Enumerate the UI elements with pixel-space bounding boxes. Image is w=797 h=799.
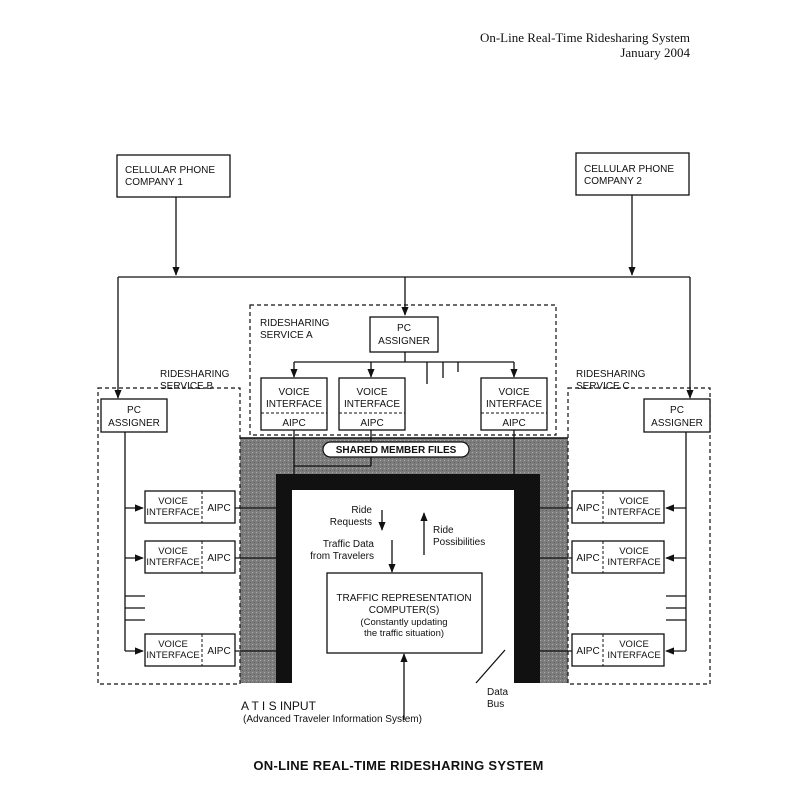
aipc-label: AIPC	[576, 503, 599, 514]
ride-requests-line1: Ride	[351, 505, 372, 516]
service-b-pc-line1: PC	[127, 405, 141, 416]
aipc-label: AIPC	[282, 418, 305, 429]
service-b-label-line2: SERVICE B	[160, 381, 213, 392]
connector-lines	[114, 195, 694, 720]
cellular-company-2-box: CELLULAR PHONE COMPANY 2	[575, 152, 690, 196]
voice-label-line1: VOICE	[619, 496, 649, 507]
cellular-company-1-line1: CELLULAR PHONE	[125, 165, 215, 176]
voice-label-line1: VOICE	[498, 387, 529, 398]
trc-line3: (Constantly updating	[360, 617, 447, 628]
service-b-voice-unit-3: VOICE INTERFACE AIPC	[144, 633, 236, 667]
shared-member-files-label: SHARED MEMBER FILES	[336, 445, 457, 456]
cellular-company-2-line2: COMPANY 2	[584, 176, 642, 187]
service-b-pc-assigner: PC ASSIGNER	[100, 398, 168, 433]
traffic-data-line2: from Travelers	[310, 551, 374, 562]
voice-label-line2: INTERFACE	[486, 399, 542, 410]
voice-label-line2: INTERFACE	[344, 399, 400, 410]
ride-requests-line2: Requests	[330, 517, 372, 528]
service-a-voice-unit-1: VOICE INTERFACE AIPC	[260, 377, 328, 431]
voice-label-line2: INTERFACE	[607, 507, 660, 518]
cellular-company-2-line1: CELLULAR PHONE	[584, 164, 674, 175]
service-a-pc-assigner: PC ASSIGNER	[369, 316, 439, 353]
voice-label-line2: INTERFACE	[607, 650, 660, 661]
cellular-company-1-line2: COMPANY 1	[125, 177, 183, 188]
diagram-caption: ON-LINE REAL-TIME RIDESHARING SYSTEM	[253, 758, 544, 773]
traffic-representation-computer-box: TRAFFIC REPRESENTATION COMPUTER(S) (Cons…	[326, 572, 483, 654]
service-b-group	[97, 387, 241, 685]
service-a-label-line2: SERVICE A	[260, 330, 313, 341]
voice-label-line2: INTERFACE	[146, 507, 199, 518]
traffic-data-line1: Traffic Data	[323, 539, 375, 550]
voice-label-line2: INTERFACE	[266, 399, 322, 410]
document-header-title: On-Line Real-Time Ridesharing System	[479, 30, 690, 45]
voice-label-line1: VOICE	[158, 639, 188, 650]
ride-possibilities-line2: Possibilities	[433, 537, 485, 548]
service-b-label-line1: RIDESHARING	[160, 369, 230, 380]
service-b-voice-unit-2: VOICE INTERFACE AIPC	[144, 540, 236, 574]
voice-label-line1: VOICE	[158, 496, 188, 507]
service-c-pc-line1: PC	[670, 405, 684, 416]
service-a-pc-line2: ASSIGNER	[378, 336, 430, 347]
aipc-label: AIPC	[207, 503, 230, 514]
service-a-label-line1: RIDESHARING	[260, 318, 330, 329]
data-bus-label-line1: Data	[487, 687, 509, 698]
voice-label-line1: VOICE	[278, 387, 309, 398]
service-b-pc-line2: ASSIGNER	[108, 418, 160, 429]
service-c-voice-unit-2: AIPC VOICE INTERFACE	[571, 540, 665, 574]
voice-label-line1: VOICE	[619, 546, 649, 557]
service-c-label-line1: RIDESHARING	[576, 369, 646, 380]
voice-label-line2: INTERFACE	[146, 650, 199, 661]
ride-possibilities-line1: Ride	[433, 525, 454, 536]
aipc-label: AIPC	[502, 418, 525, 429]
aipc-label: AIPC	[207, 553, 230, 564]
service-c-group	[567, 387, 711, 685]
atis-input-description: (Advanced Traveler Information System)	[243, 714, 422, 725]
aipc-label: AIPC	[576, 646, 599, 657]
service-a-voice-unit-2: VOICE INTERFACE AIPC	[338, 377, 406, 431]
voice-label-line2: INTERFACE	[146, 557, 199, 568]
service-c-pc-assigner: PC ASSIGNER	[643, 398, 711, 433]
voice-label-line1: VOICE	[158, 546, 188, 557]
voice-label-line1: VOICE	[619, 639, 649, 650]
aipc-label: AIPC	[207, 646, 230, 657]
voice-label-line2: INTERFACE	[607, 557, 660, 568]
data-bus-label-line2: Bus	[487, 699, 504, 710]
service-a-voice-unit-3: VOICE INTERFACE AIPC	[480, 377, 548, 431]
service-a-group	[249, 304, 557, 436]
voice-label-line1: VOICE	[356, 387, 387, 398]
shared-member-files-pill: SHARED MEMBER FILES	[322, 441, 470, 458]
service-c-pc-line2: ASSIGNER	[651, 418, 703, 429]
aipc-label: AIPC	[576, 553, 599, 564]
service-b-voice-unit-1: VOICE INTERFACE AIPC	[144, 490, 236, 524]
atis-input-label: A T I S INPUT	[241, 699, 317, 713]
trc-line2: COMPUTER(S)	[369, 605, 440, 616]
aipc-label: AIPC	[360, 418, 383, 429]
trc-line1: TRAFFIC REPRESENTATION	[336, 593, 471, 604]
service-c-voice-unit-1: AIPC VOICE INTERFACE	[571, 490, 665, 524]
cellular-company-1-box: CELLULAR PHONE COMPANY 1	[116, 154, 231, 198]
trc-line4: the traffic situation)	[364, 628, 444, 639]
service-c-label-line2: SERVICE C	[576, 381, 630, 392]
service-c-voice-unit-3: AIPC VOICE INTERFACE	[571, 633, 665, 667]
service-a-pc-line1: PC	[397, 323, 411, 334]
document-header-date: January 2004	[620, 45, 690, 60]
